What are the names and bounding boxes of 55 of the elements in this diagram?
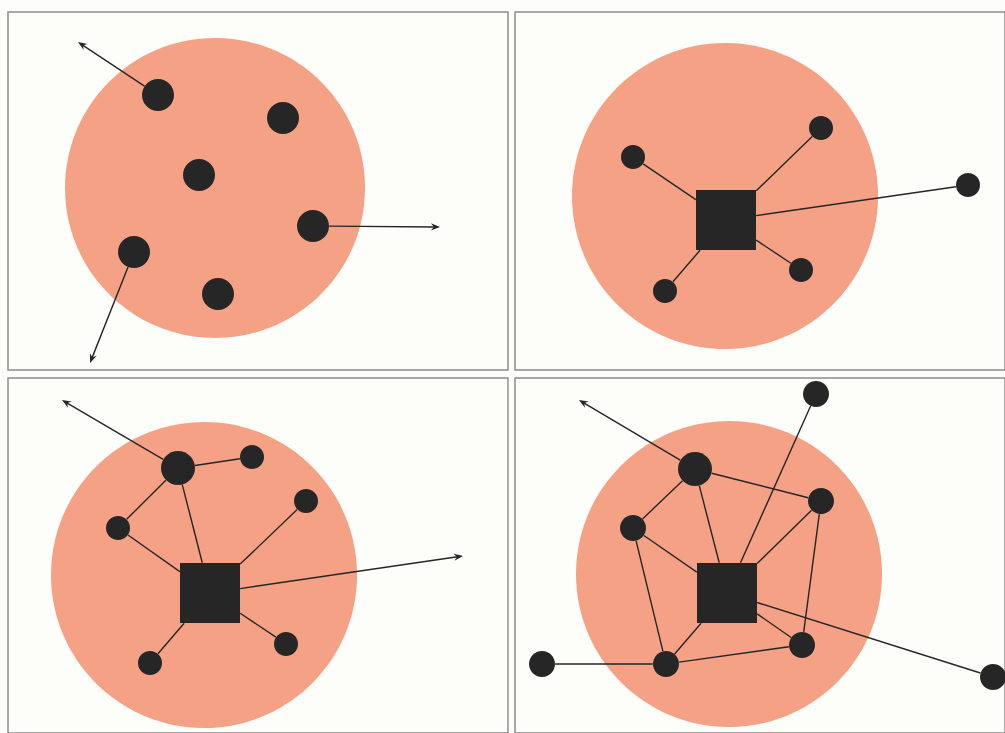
connector-line: [127, 534, 181, 573]
arrow: [62, 400, 164, 460]
dot: [789, 632, 815, 658]
dot: [142, 79, 174, 111]
connector-line: [194, 458, 241, 467]
dot: [956, 173, 980, 197]
dot: [240, 445, 264, 469]
arrow: [579, 400, 681, 461]
connector-line: [678, 646, 790, 663]
connector-line: [755, 186, 957, 217]
connector-line: [698, 484, 720, 564]
connector-line: [554, 663, 654, 665]
connector-line: [672, 249, 701, 283]
connector-line: [157, 622, 185, 655]
dot: [294, 489, 318, 513]
connector-line: [125, 479, 167, 521]
square: [696, 190, 756, 250]
arrow: [78, 42, 146, 87]
dot: [789, 258, 813, 282]
dot: [106, 516, 130, 540]
connector-line: [755, 135, 813, 192]
dot: [653, 279, 677, 303]
dot: [621, 145, 645, 169]
connector-line: [803, 513, 820, 633]
dot: [620, 515, 646, 541]
square: [180, 563, 240, 623]
connector-line: [642, 163, 697, 201]
connector-line: [181, 483, 203, 564]
dot: [274, 632, 298, 656]
dot: [653, 651, 679, 677]
dot: [809, 116, 833, 140]
connector-line: [710, 472, 809, 499]
dot: [678, 452, 712, 486]
connector-line: [239, 612, 277, 638]
dot: [138, 651, 162, 675]
connector-line: [756, 601, 982, 674]
connector-line: [755, 239, 792, 264]
dot: [202, 278, 234, 310]
dot: [161, 451, 195, 485]
connector-line: [756, 613, 792, 639]
connector-line: [756, 509, 813, 565]
connector-line: [239, 508, 298, 565]
dot: [118, 236, 150, 268]
dot: [183, 159, 215, 191]
connector-line: [739, 405, 812, 564]
dot: [529, 651, 555, 677]
dot: [808, 488, 834, 514]
dot: [297, 210, 329, 242]
connector-line: [673, 622, 702, 655]
dot: [267, 102, 299, 134]
dot: [803, 381, 829, 407]
connector-line: [643, 534, 698, 573]
connector-line: [641, 480, 684, 520]
connector-line: [635, 540, 664, 652]
square: [697, 563, 757, 623]
